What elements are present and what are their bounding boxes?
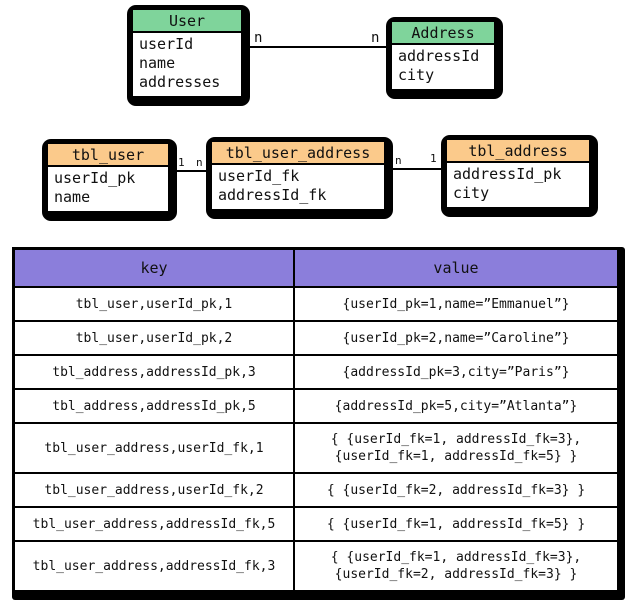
- kv-value-cell: { {userId_fk=1, addressId_fk=5} }: [293, 506, 620, 542]
- entity-user: User userId name addresses: [127, 5, 250, 106]
- relation-line-user-address: [250, 46, 386, 48]
- kv-row: tbl_user,userId_pk,2 {userId_pk=2,name=”…: [12, 320, 620, 356]
- table-field: name: [54, 188, 91, 206]
- kv-value-cell: { {userId_fk=1, addressId_fk=3}, {userId…: [293, 540, 620, 593]
- kv-key-cell: tbl_user_address,addressId_fk,3: [12, 540, 295, 593]
- table-node-tbl-user-address: tbl_user_address userId_fk addressId_fk: [206, 137, 393, 219]
- cardinality-label: 1: [178, 156, 185, 169]
- kv-value-cell: {userId_pk=2,name=”Caroline”}: [293, 320, 620, 356]
- cardinality-label: n: [371, 30, 380, 46]
- table-node-tbl-address: tbl_address addressId_pk city: [441, 135, 598, 217]
- table-field: userId_fk: [218, 167, 300, 185]
- kv-row: tbl_user,userId_pk,1 {userId_pk=1,name=”…: [12, 286, 620, 322]
- kv-value-cell: {userId_pk=1,name=”Emmanuel”}: [293, 286, 620, 322]
- kv-value-cell: {addressId_pk=3,city=”Paris”}: [293, 354, 620, 390]
- kv-row: tbl_user_address,userId_fk,2 { {userId_f…: [12, 472, 620, 508]
- relation-line-user-useraddress: [175, 170, 206, 172]
- entity-field: name: [139, 54, 176, 72]
- entity-field: addressId: [398, 47, 480, 65]
- table-node-fields: userId_fk addressId_fk: [212, 165, 384, 209]
- kv-header-key: key: [12, 247, 295, 288]
- kv-row: tbl_address,addressId_pk,5 {addressId_pk…: [12, 388, 620, 424]
- kv-value-cell: { {userId_fk=2, addressId_fk=3} }: [293, 472, 620, 508]
- kv-header-row: key value: [12, 247, 620, 288]
- entity-user-fields: userId name addresses: [133, 33, 241, 96]
- cardinality-label: n: [254, 30, 263, 46]
- kv-row: tbl_user_address,userId_fk,1 { {userId_f…: [12, 422, 620, 474]
- kv-value-cell: {addressId_pk=5,city=”Atlanta”}: [293, 388, 620, 424]
- table-field: city: [453, 184, 490, 202]
- kv-row: tbl_user_address,addressId_fk,3 { {userI…: [12, 540, 620, 593]
- table-field: addressId_pk: [453, 165, 562, 183]
- entity-field: userId: [139, 35, 194, 53]
- entity-user-title: User: [133, 10, 241, 33]
- relation-line-useraddress-address: [391, 168, 441, 170]
- table-node-title: tbl_user_address: [212, 142, 384, 165]
- kv-row: tbl_user_address,addressId_fk,5 { {userI…: [12, 506, 620, 542]
- kv-key-cell: tbl_user,userId_pk,1: [12, 286, 295, 322]
- entity-address-title: Address: [392, 22, 494, 45]
- table-field: addressId_fk: [218, 186, 327, 204]
- cardinality-label: n: [196, 156, 203, 169]
- kv-key-cell: tbl_user_address,userId_fk,1: [12, 422, 295, 474]
- table-field: userId_pk: [54, 169, 136, 187]
- entity-field: addresses: [139, 73, 221, 91]
- table-node-tbl-user: tbl_user userId_pk name: [42, 139, 177, 221]
- kv-key-cell: tbl_user_address,addressId_fk,5: [12, 506, 295, 542]
- entity-address: Address addressId city: [386, 17, 503, 99]
- kv-key-cell: tbl_user,userId_pk,2: [12, 320, 295, 356]
- kv-key-cell: tbl_user_address,userId_fk,2: [12, 472, 295, 508]
- table-node-title: tbl_user: [48, 144, 168, 167]
- cardinality-label: n: [395, 154, 402, 167]
- kv-key-cell: tbl_address,addressId_pk,3: [12, 354, 295, 390]
- cardinality-label: 1: [430, 152, 437, 165]
- entity-address-fields: addressId city: [392, 45, 494, 89]
- kv-row: tbl_address,addressId_pk,3 {addressId_pk…: [12, 354, 620, 390]
- table-node-fields: userId_pk name: [48, 167, 168, 211]
- kv-store-table: key value tbl_user,userId_pk,1 {userId_p…: [12, 247, 625, 600]
- entity-field: city: [398, 66, 435, 84]
- kv-key-cell: tbl_address,addressId_pk,5: [12, 388, 295, 424]
- kv-header-value: value: [293, 247, 620, 288]
- table-node-fields: addressId_pk city: [447, 163, 589, 207]
- table-node-title: tbl_address: [447, 140, 589, 163]
- kv-value-cell: { {userId_fk=1, addressId_fk=3}, {userId…: [293, 422, 620, 474]
